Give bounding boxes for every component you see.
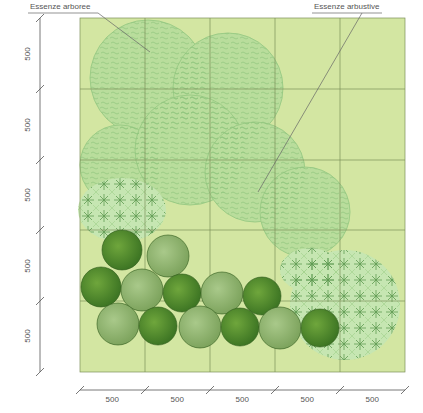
dimension-label: 500 <box>366 396 379 404</box>
dimension-label: 500 <box>23 47 31 60</box>
callout-label: Essenze arbustive <box>314 3 379 11</box>
dimension-label: 500 <box>23 329 31 342</box>
dimension-label: 500 <box>23 118 31 131</box>
dimension-label: 500 <box>23 188 31 201</box>
dimension-label: 500 <box>236 396 249 404</box>
dimension-label: 500 <box>301 396 314 404</box>
callout-label: Essenze arboree <box>30 3 90 11</box>
dimension-label: 500 <box>171 396 184 404</box>
dimension-label: 500 <box>23 259 31 272</box>
dimension-label: 500 <box>106 396 119 404</box>
